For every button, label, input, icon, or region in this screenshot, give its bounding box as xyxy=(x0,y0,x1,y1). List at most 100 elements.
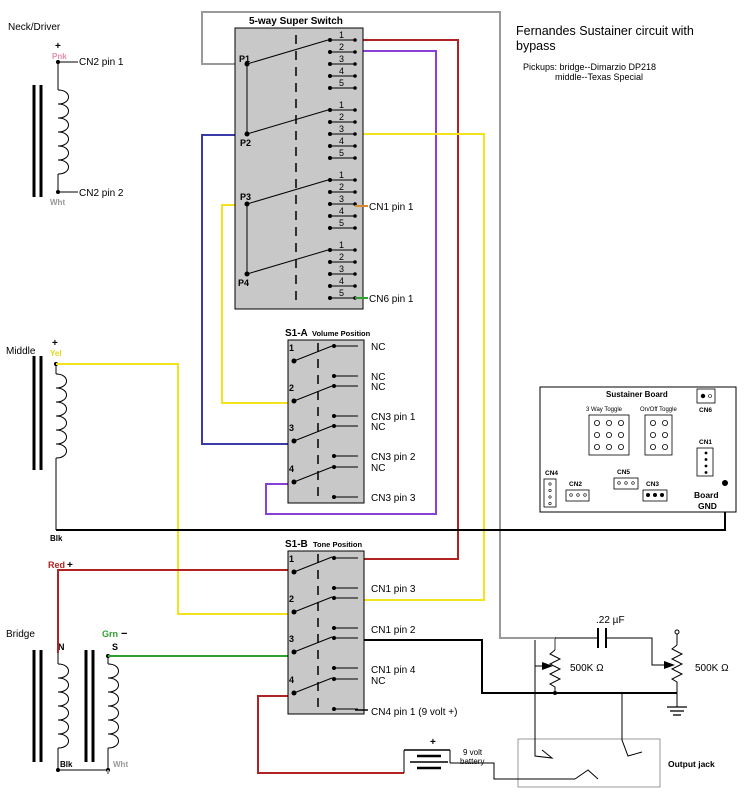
terminal-dot xyxy=(328,132,332,136)
s1b-subtitle: Tone Position xyxy=(313,540,362,549)
battery-label1: 9 volt xyxy=(463,748,483,757)
diagram-title-line2: bypass xyxy=(516,39,556,53)
board-gnd-terminal xyxy=(722,480,728,486)
terminal-dot xyxy=(328,50,332,54)
terminal-dot xyxy=(353,74,357,78)
terminal-dot xyxy=(332,465,336,469)
contact-label: NC xyxy=(371,342,385,353)
diagram-title-line1: Fernandes Sustainer circuit with xyxy=(516,24,694,38)
position-label: 5 xyxy=(339,288,344,298)
pole-wiper xyxy=(293,556,333,573)
pole-wiper xyxy=(293,385,333,402)
pad xyxy=(606,443,613,450)
terminal-dot xyxy=(332,344,336,348)
pole-label: P3 xyxy=(240,192,251,202)
pole-label: 4 xyxy=(289,464,294,474)
pad xyxy=(653,493,657,497)
position-label: 3 xyxy=(339,194,344,204)
tone-network: .22 µF 500K Ω 500K Ω xyxy=(534,615,729,716)
contact-label: CN1 pin 3 xyxy=(371,584,416,595)
pad xyxy=(569,493,573,497)
pickups-line2: middle--Texas Special xyxy=(555,72,643,82)
pot1-wiper xyxy=(542,662,553,670)
position-label: 5 xyxy=(339,218,344,228)
terminal-dot xyxy=(328,178,332,182)
bridge-minus-sign: − xyxy=(121,628,127,640)
terminal-dot xyxy=(353,132,357,136)
position-label: 4 xyxy=(339,136,344,146)
bridge-blk-label: Blk xyxy=(60,760,73,769)
pad xyxy=(548,488,552,492)
pad xyxy=(650,443,657,450)
terminal-dot xyxy=(332,707,336,711)
terminal-dot xyxy=(353,144,357,148)
terminal-dot xyxy=(332,636,336,640)
board-gnd-label1: Board xyxy=(694,490,719,500)
terminal-dot xyxy=(332,374,336,378)
onoff-footprint xyxy=(644,414,673,456)
terminal-dot xyxy=(328,156,332,160)
jack-tip-contact xyxy=(534,666,554,759)
cn2-label: CN2 xyxy=(569,481,582,488)
terminal-dot xyxy=(332,424,336,428)
bridge-s-winding xyxy=(107,663,119,749)
pad xyxy=(618,419,625,426)
s1b-title: S1-B xyxy=(285,539,308,550)
pole-wiper xyxy=(293,345,333,362)
cap-lead-right xyxy=(606,637,668,666)
pole-wiper xyxy=(293,596,333,613)
yellow-wire-p3-s1a2 xyxy=(221,204,290,404)
terminal-dot xyxy=(328,62,332,66)
terminal-dot xyxy=(328,214,332,218)
jack-switch-contact xyxy=(574,769,599,780)
terminal-dot xyxy=(328,38,332,42)
terminal-dot xyxy=(353,190,357,194)
pole-label: 2 xyxy=(289,594,294,604)
terminal-dot xyxy=(353,120,357,124)
position-label: 2 xyxy=(339,42,344,52)
terminal-dot xyxy=(328,108,332,112)
neck-winding xyxy=(57,89,69,175)
pad xyxy=(646,493,650,497)
cn1-label: CN1 xyxy=(699,439,712,446)
pot2-label: 500K Ω xyxy=(695,663,729,674)
pad xyxy=(548,495,552,499)
pad xyxy=(583,493,587,497)
toggle3-label: 3 Way Toggle xyxy=(586,407,623,413)
terminal-dot xyxy=(353,156,357,160)
battery: + 9 volt battery xyxy=(403,737,484,773)
s1a-title: S1-A xyxy=(285,328,308,339)
pad xyxy=(594,443,601,450)
output-jack-outline xyxy=(517,738,661,788)
bridge-n-winding xyxy=(57,663,69,749)
position-label: 1 xyxy=(339,170,344,180)
sustainer-board-outline xyxy=(539,386,737,513)
battery-negative-lead xyxy=(450,762,575,780)
neck-cn2-pin1: CN2 pin 1 xyxy=(79,57,124,68)
position-label: 1 xyxy=(339,240,344,250)
terminal-dot xyxy=(332,586,336,590)
pad xyxy=(662,443,669,450)
position-label: 5 xyxy=(339,148,344,158)
neck-wht-label: Wht xyxy=(50,198,65,207)
position-label: 2 xyxy=(339,112,344,122)
pole-wiper xyxy=(246,109,329,135)
terminal-dot xyxy=(328,74,332,78)
super-switch: 5-way Super Switch 12345123451234512345 … xyxy=(234,16,414,310)
pad xyxy=(662,431,669,438)
bridge-label: Bridge xyxy=(6,629,35,640)
position-label: 2 xyxy=(339,252,344,262)
s1a-subtitle: Volume Position xyxy=(312,329,371,338)
terminal-dot xyxy=(332,414,336,418)
cn5-label: CN5 xyxy=(617,469,630,476)
terminal-dot xyxy=(328,190,332,194)
toggle3-footprint xyxy=(588,414,630,456)
pad xyxy=(548,482,552,486)
bridge-wht-label: Wht xyxy=(113,760,128,769)
pole-label: P2 xyxy=(240,138,251,148)
s1b-body xyxy=(287,550,365,715)
pole-wiper xyxy=(293,425,333,442)
